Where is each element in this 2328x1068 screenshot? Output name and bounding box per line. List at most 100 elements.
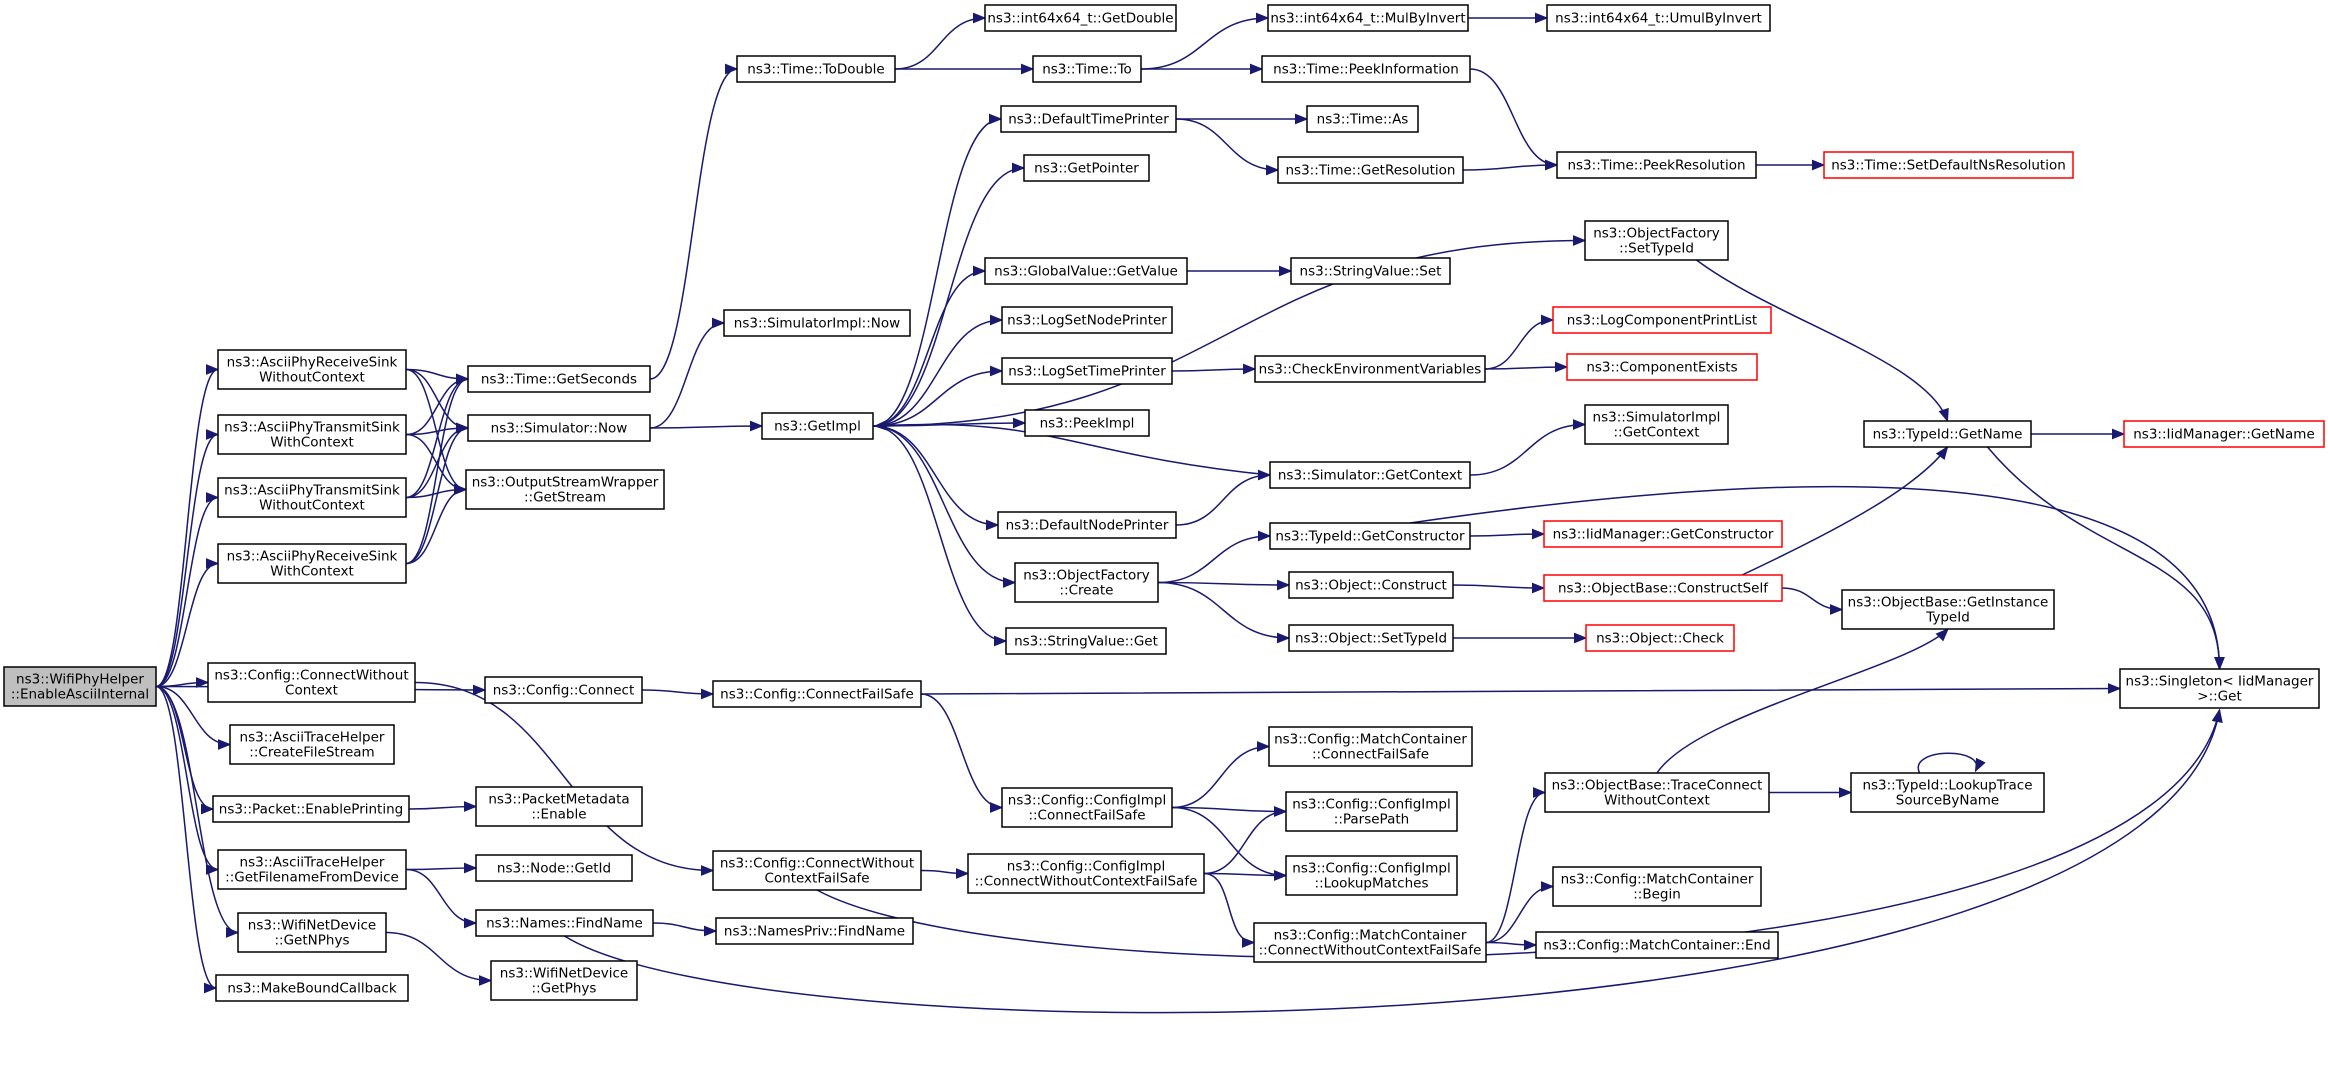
node-box	[1535, 931, 1779, 959]
node-ns3-object-check[interactable]: ns3::Object::Check	[1585, 624, 1735, 652]
node-ns3-iidmanager-getname[interactable]: ns3::IidManager::GetName	[2123, 420, 2325, 448]
nodes-layer: ns3::WifiPhyHelper::EnableAsciiInternaln…	[3, 4, 2325, 1002]
node-ns3-objectfactory-create[interactable]: ns3::ObjectFactory::Create	[1014, 562, 1159, 603]
edge-time_gs-to-time_todouble	[649, 63, 739, 380]
node-ns3-simulatorimpl-getcontext[interactable]: ns3::SimulatorImpl::GetContext	[1584, 404, 1729, 445]
node-label: ns3::Config::MatchContainer	[1274, 732, 1467, 748]
node-label: ns3::Config::MatchContainer::End	[1543, 938, 1770, 954]
edge-ci_cwcfs-to-ci_lm	[1203, 870, 1288, 881]
node-ns3-singleton-iidmanager-get[interactable]: ns3::Singleton< IidManager>::Get	[2119, 668, 2320, 709]
node-ns3-wifiphyhelper-enableasciiinternal[interactable]: ns3::WifiPhyHelper::EnableAsciiInternal	[3, 666, 157, 707]
node-ns3-globalvalue-getvalue[interactable]: ns3::GlobalValue::GetValue	[984, 257, 1188, 285]
node-label: ::EnableAsciiInternal	[11, 687, 149, 703]
edge-root-to-pkt_ep	[155, 685, 215, 815]
node-ns3-outputstreamwrapper-getstream[interactable]: ns3::OutputStreamWrapper::GetStream	[465, 469, 665, 510]
node-label: ns3::AsciiPhyTransmitSink	[224, 420, 400, 436]
node-ns3-time-peekinformation[interactable]: ns3::Time::PeekInformation	[1261, 55, 1471, 83]
node-ns3-packetmetadata-enable[interactable]: ns3::PacketMetadata::Enable	[475, 786, 643, 827]
node-label: ns3::Config::ConfigImpl	[1007, 859, 1165, 875]
node-ns3-asciitracehelper-createfilestream[interactable]: ns3::AsciiTraceHelper::CreateFileStream	[229, 724, 395, 765]
node-ns3-time-todouble[interactable]: ns3::Time::ToDouble	[736, 55, 896, 83]
node-ns3-componentexists[interactable]: ns3::ComponentExists	[1566, 353, 1758, 381]
node-ns3-config-connectwithoutcontextfailsafe[interactable]: ns3::Config::ConnectWithoutContextFailSa…	[712, 850, 922, 891]
node-box	[1863, 420, 2032, 448]
node-ns3-wifinetdevice-getnphys[interactable]: ns3::WifiNetDevice::GetNPhys	[237, 912, 387, 953]
node-ns3-namespriv-findname[interactable]: ns3::NamesPriv::FindName	[715, 917, 914, 945]
node-ns3-names-findname[interactable]: ns3::Names::FindName	[475, 909, 654, 937]
node-ns3-simulator-now[interactable]: ns3::Simulator::Now	[467, 414, 651, 442]
node-ns3-getimpl[interactable]: ns3::GetImpl	[761, 412, 874, 440]
node-ns3-logsetnodeprinter[interactable]: ns3::LogSetNodePrinter	[1001, 306, 1173, 334]
node-ns3-defaultnodeprinter[interactable]: ns3::DefaultNodePrinter	[997, 511, 1177, 539]
node-box	[984, 257, 1188, 285]
edge-apts_wo-to-time_gs	[405, 373, 470, 499]
node-label: ns3::Config::ConnectFailSafe	[720, 687, 914, 703]
node-label: ns3::int64x64_t::MulByInvert	[1270, 11, 1465, 27]
node-ns3-config-configimpl-lookupmatches[interactable]: ns3::Config::ConfigImpl::LookupMatches	[1285, 855, 1458, 896]
node-ns3-time-setdefaultnsresolution[interactable]: ns3::Time::SetDefaultNsResolution	[1823, 151, 2074, 179]
node-ns3-typeid-getname[interactable]: ns3::TypeId::GetName	[1863, 420, 2032, 448]
node-ns3-simulatorimpl-now[interactable]: ns3::SimulatorImpl::Now	[723, 309, 911, 337]
edge-of_create-to-tid_gc	[1157, 530, 1272, 584]
node-label: ns3::AsciiTraceHelper	[240, 730, 385, 746]
node-box	[1543, 574, 1783, 602]
node-ns3-checkenvironmentvariables[interactable]: ns3::CheckEnvironmentVariables	[1254, 355, 1486, 383]
node-ns3-asciitracehelper-getfilenamefromdevice[interactable]: ns3::AsciiTraceHelper::GetFilenameFromDe…	[217, 849, 407, 890]
node-box	[1254, 355, 1486, 383]
node-ns3-object-settypeid[interactable]: ns3::Object::SetTypeId	[1288, 624, 1454, 652]
node-ns3-logcomponentprintlist[interactable]: ns3::LogComponentPrintList	[1552, 306, 1772, 334]
node-box	[215, 974, 409, 1002]
node-ns3-int64x64-t-getdouble[interactable]: ns3::int64x64_t::GetDouble	[984, 4, 1177, 32]
node-ns3-config-configimpl-parsepath[interactable]: ns3::Config::ConfigImpl::ParsePath	[1285, 791, 1458, 832]
node-ns3-config-matchcontainer-end[interactable]: ns3::Config::MatchContainer::End	[1535, 931, 1779, 959]
node-ns3-time-getseconds[interactable]: ns3::Time::GetSeconds	[467, 365, 651, 393]
node-ns3-stringvalue-set[interactable]: ns3::StringValue::Set	[1290, 257, 1451, 285]
node-ns3-makeboundcallback[interactable]: ns3::MakeBoundCallback	[215, 974, 409, 1002]
node-ns3-stringvalue-get[interactable]: ns3::StringValue::Get	[1005, 627, 1167, 655]
node-ns3-objectbase-traceconnectwithoutcontext[interactable]: ns3::ObjectBase::TraceConnectWithoutCont…	[1544, 772, 1770, 813]
node-label: ::Create	[1060, 583, 1114, 599]
node-box	[1288, 624, 1454, 652]
node-ns3-time-as[interactable]: ns3::Time::As	[1306, 105, 1419, 133]
node-ns3-config-connectwithoutcontext[interactable]: ns3::Config::ConnectWithoutContext	[207, 662, 416, 703]
node-ns3-peekimpl[interactable]: ns3::PeekImpl	[1024, 409, 1150, 437]
node-box	[217, 543, 407, 584]
node-ns3-config-configimpl-connectfailsafe[interactable]: ns3::Config::ConfigImpl::ConnectFailSafe	[1001, 787, 1173, 828]
edge-cfg_cfs-to-ci_cfs	[920, 693, 1004, 813]
node-ns3-object-construct[interactable]: ns3::Object::Construct	[1288, 571, 1454, 599]
node-ns3-iidmanager-getconstructor[interactable]: ns3::IidManager::GetConstructor	[1543, 520, 1783, 548]
node-ns3-getpointer[interactable]: ns3::GetPointer	[1023, 154, 1150, 182]
node-ns3-logsettimeprinter[interactable]: ns3::LogSetTimePrinter	[1001, 357, 1173, 385]
node-ns3-config-connectfailsafe[interactable]: ns3::Config::ConnectFailSafe	[712, 680, 922, 708]
node-ns3-packet-enableprinting[interactable]: ns3::Packet::EnablePrinting	[212, 795, 410, 823]
node-ns3-config-connect[interactable]: ns3::Config::Connect	[484, 676, 643, 704]
node-box	[967, 853, 1205, 894]
node-ns3-config-configimpl-connectwithoutcontextfailsafe[interactable]: ns3::Config::ConfigImpl::ConnectWithoutC…	[967, 853, 1205, 894]
node-ns3-time-to[interactable]: ns3::Time::To	[1032, 55, 1142, 83]
node-ns3-wifinetdevice-getphys[interactable]: ns3::WifiNetDevice::GetPhys	[490, 960, 638, 1001]
node-ns3-config-matchcontainer-connectwithoutcontextfailsafe[interactable]: ns3::Config::MatchContainer::ConnectWith…	[1253, 922, 1487, 963]
edge-ci_cwcfs-to-mc_cwcfs	[1203, 872, 1256, 948]
node-ns3-node-getid[interactable]: ns3::Node::GetId	[475, 854, 633, 882]
node-ns3-defaulttimeprinter[interactable]: ns3::DefaultTimePrinter	[1000, 105, 1177, 133]
node-ns3-objectfactory-settypeid[interactable]: ns3::ObjectFactory::SetTypeId	[1584, 220, 1729, 261]
node-ns3-time-peekresolution[interactable]: ns3::Time::PeekResolution	[1556, 151, 1757, 179]
node-ns3-simulator-getcontext[interactable]: ns3::Simulator::GetContext	[1269, 461, 1471, 489]
node-ns3-int64x64-t-umulbyinvert[interactable]: ns3::int64x64_t::UmulByInvert	[1546, 4, 1771, 32]
node-ns3-config-matchcontainer-connectfailsafe[interactable]: ns3::Config::MatchContainer::ConnectFail…	[1268, 726, 1473, 767]
node-ns3-typeid-getconstructor[interactable]: ns3::TypeId::GetConstructor	[1269, 522, 1471, 550]
node-ns3-time-getresolution[interactable]: ns3::Time::GetResolution	[1277, 156, 1464, 184]
node-ns3-int64x64-t-mulbyinvert[interactable]: ns3::int64x64_t::MulByInvert	[1267, 4, 1469, 32]
node-ns3-config-matchcontainer-begin[interactable]: ns3::Config::MatchContainer::Begin	[1552, 866, 1762, 907]
node-label: ns3::Config::MatchContainer	[1561, 872, 1754, 888]
node-ns3-objectbase-constructself[interactable]: ns3::ObjectBase::ConstructSelf	[1543, 574, 1783, 602]
edge-dtp-to-time_gr	[1175, 118, 1280, 176]
node-label: ns3::Packet::EnablePrinting	[219, 802, 403, 818]
node-label: ::Enable	[531, 807, 586, 823]
